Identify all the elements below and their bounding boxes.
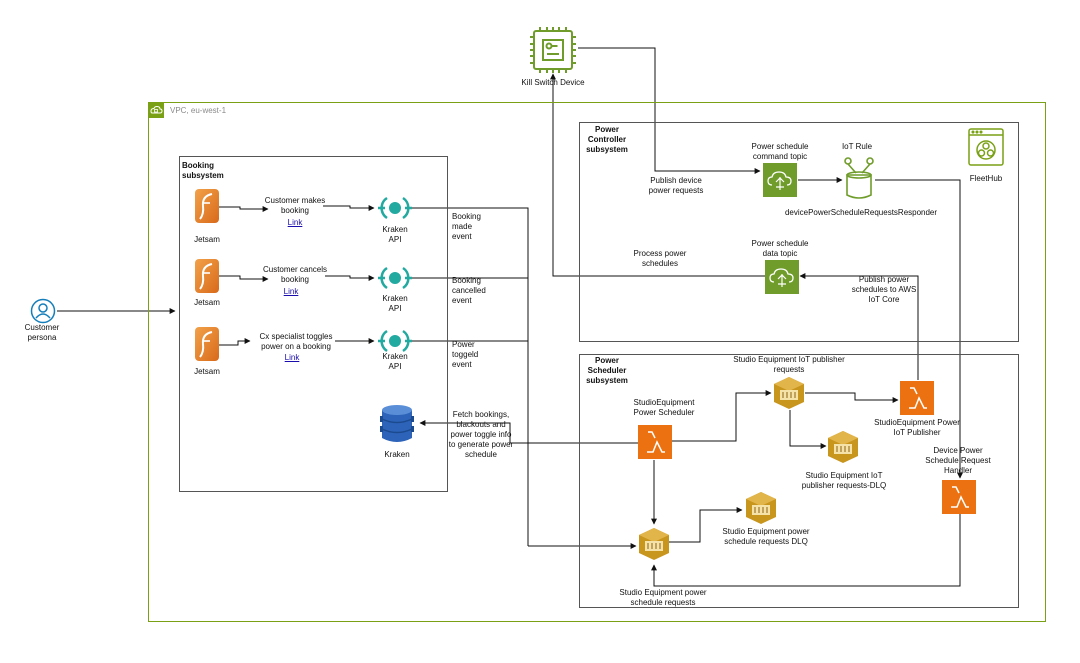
booking-action-link[interactable]: Link bbox=[284, 353, 300, 362]
power-controller-subsystem-box bbox=[579, 122, 1019, 342]
iot-topic-icon bbox=[765, 260, 799, 294]
kraken-api-icon bbox=[375, 325, 415, 357]
iot-publisher-label: StudioEquipment Power IoT Publisher bbox=[874, 418, 960, 437]
sqs-queue-icon bbox=[744, 491, 778, 525]
jetsam-icon bbox=[194, 188, 220, 224]
publisher-dlq-label: Studio Equipment IoT publisher requests-… bbox=[801, 471, 887, 490]
jetsam-icon bbox=[194, 258, 220, 294]
jetsam-label: Jetsam bbox=[194, 235, 220, 244]
lambda-icon bbox=[900, 381, 934, 415]
publisher-requests-label: Studio Equipment IoT publisher requests bbox=[733, 355, 845, 374]
action2-to-kraken-arrow bbox=[325, 275, 375, 281]
jetsam1-to-action-arrow bbox=[217, 206, 269, 212]
iot-rule-icon bbox=[842, 155, 876, 203]
iot-publisher-to-data-topic-arrow bbox=[799, 273, 919, 380]
kraken-api-label: Kraken API bbox=[382, 352, 408, 371]
schedule-requests-dlq-label: Studio Equipment power schedule requests… bbox=[722, 527, 810, 546]
cloud-icon bbox=[150, 105, 163, 114]
booking-event-label: Booking made event bbox=[452, 212, 481, 241]
jetsam-label: Jetsam bbox=[194, 298, 220, 307]
booking-action-link[interactable]: Link bbox=[287, 218, 303, 227]
iot-rule-label: IoT Rule bbox=[841, 142, 873, 151]
vpc-badge bbox=[148, 102, 164, 118]
lambda-icon bbox=[942, 480, 976, 514]
jetsam-label: Jetsam bbox=[194, 367, 220, 376]
power-controller-subsystem-title: Power Controller subsystem bbox=[586, 125, 628, 154]
schedule-requests-label: Studio Equipment power schedule requests bbox=[619, 588, 707, 607]
publisher-requests-to-iot-publisher-arrow bbox=[805, 392, 899, 403]
process-schedules-label: Process power schedules bbox=[633, 249, 687, 268]
dynamodb-icon bbox=[380, 402, 414, 446]
responder-label: devicePowerScheduleRequestsResponder bbox=[784, 208, 938, 217]
lambda-icon bbox=[638, 425, 672, 459]
kraken-api-icon bbox=[375, 262, 415, 294]
kraken-db-label: Kraken bbox=[384, 450, 410, 459]
scheduler-fetch-arrow bbox=[419, 420, 638, 444]
schedule-requests-to-dlq-arrow bbox=[668, 507, 743, 543]
kraken-api-icon bbox=[375, 192, 415, 224]
kill-switch-device-icon bbox=[526, 23, 580, 77]
publisher-requests-to-dlq-arrow bbox=[789, 410, 827, 449]
event1-line bbox=[412, 207, 529, 546]
publish-schedules-label: Publish power schedules to AWS IoT Core bbox=[851, 275, 917, 304]
sqs-queue-icon bbox=[637, 527, 671, 561]
kraken-api-label: Kraken API bbox=[382, 225, 408, 244]
customer-persona-icon bbox=[30, 298, 56, 324]
power-scheduler-subsystem-box bbox=[579, 354, 1019, 608]
sqs-queue-icon bbox=[826, 430, 860, 464]
publish-requests-label: Publish device power requests bbox=[648, 176, 704, 195]
booking-action-label: Customer makes booking bbox=[264, 196, 326, 215]
fleethub-icon bbox=[968, 128, 1004, 168]
booking-action-link[interactable]: Link bbox=[283, 287, 299, 296]
booking-event-label: Power toggeld event bbox=[452, 340, 479, 369]
command-topic-label: Power schedule command topic bbox=[751, 142, 809, 161]
kraken-api-label: Kraken API bbox=[382, 294, 408, 313]
jetsam2-to-action-arrow bbox=[217, 275, 269, 282]
booking-subsystem-title: Booking subsystem bbox=[182, 161, 224, 180]
action1-to-kraken-arrow bbox=[323, 205, 375, 211]
booking-action-label: Customer cancels booking bbox=[262, 265, 328, 284]
iot-topic-icon bbox=[763, 163, 797, 197]
vpc-label: VPC, eu-west-1 bbox=[170, 106, 227, 115]
data-topic-to-kill-switch-arrow bbox=[550, 73, 765, 277]
request-handler-label: Device Power Schedule Request Handler bbox=[925, 446, 991, 475]
scheduler-label: StudioEquipment Power Scheduler bbox=[633, 398, 695, 417]
booking-event-label: Booking cancelled event bbox=[452, 276, 486, 305]
power-scheduler-subsystem-title: Power Scheduler subsystem bbox=[586, 356, 628, 385]
kill-switch-label: Kill Switch Device bbox=[521, 78, 585, 87]
fetch-data-label: Fetch bookings, blackouts and power togg… bbox=[448, 410, 514, 459]
booking-action-label: Cx specialist toggles power on a booking bbox=[259, 332, 333, 351]
data-topic-label: Power schedule data topic bbox=[751, 239, 809, 258]
kill-switch-to-command-topic-arrow bbox=[578, 47, 761, 174]
handler-to-schedule-requests-arrow bbox=[651, 513, 961, 587]
vpc-boundary bbox=[148, 102, 1046, 622]
iot-rule-to-handler-arrow bbox=[875, 179, 963, 479]
scheduler-to-publisher-requests-arrow bbox=[672, 390, 772, 442]
customer-persona-label: Customer persona bbox=[24, 323, 60, 342]
booking-subsystem-box bbox=[179, 156, 448, 492]
fleethub-label: FleetHub bbox=[969, 174, 1003, 183]
jetsam-icon bbox=[194, 326, 220, 362]
jetsam3-to-action-arrow bbox=[217, 338, 251, 346]
sqs-queue-icon bbox=[772, 376, 806, 410]
